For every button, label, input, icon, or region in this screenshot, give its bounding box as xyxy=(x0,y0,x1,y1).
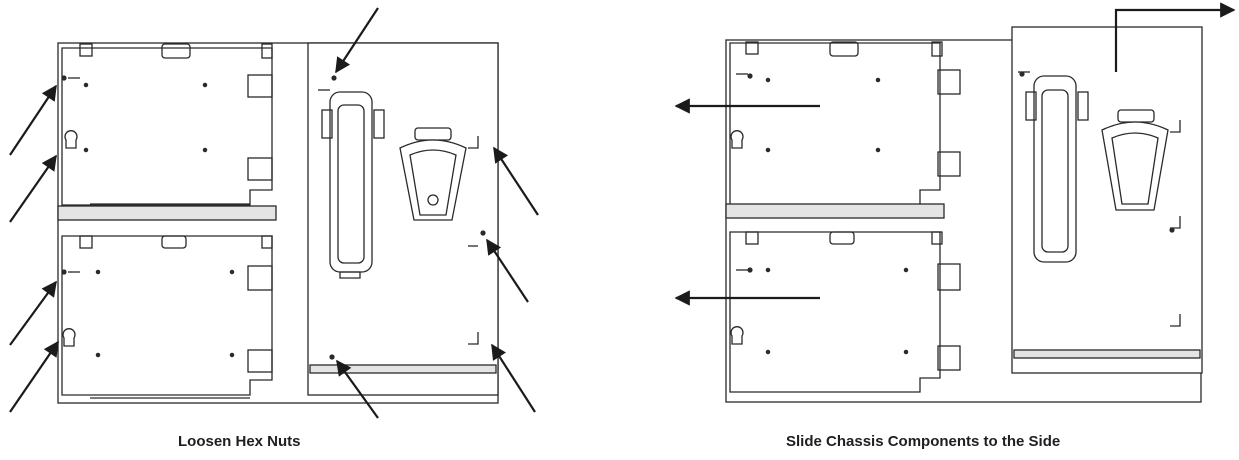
hex-nut-icon xyxy=(747,71,1175,273)
arrow-icon xyxy=(9,84,57,156)
right-tall-panel xyxy=(1011,26,1203,374)
control-pod-icon xyxy=(399,127,467,221)
caption-loosen-hex-nuts: Loosen Hex Nuts xyxy=(178,433,301,450)
arrow-icon xyxy=(335,7,379,74)
left-arrows xyxy=(9,7,539,419)
arrow-icon xyxy=(1114,2,1236,72)
lower-left-panel xyxy=(729,231,961,393)
upper-left-panel xyxy=(729,41,961,206)
arrow-icon xyxy=(491,343,536,413)
lower-left-panel xyxy=(61,235,273,399)
handle-icon xyxy=(321,91,385,279)
upper-rail xyxy=(725,203,945,219)
right-figure xyxy=(725,26,1203,403)
right-arrows xyxy=(674,2,1236,306)
upper-rail xyxy=(57,205,277,221)
upper-left-panel xyxy=(61,43,273,206)
arrow-icon xyxy=(9,340,59,413)
left-figure xyxy=(57,42,499,404)
arrow-icon xyxy=(336,359,379,419)
arrow-icon xyxy=(493,146,539,216)
control-pod-icon xyxy=(1101,109,1169,211)
hex-nut-icon xyxy=(61,75,486,360)
arrow-icon xyxy=(486,238,529,303)
caption-slide-chassis: Slide Chassis Components to the Side xyxy=(786,433,1061,450)
handle-icon xyxy=(1025,75,1089,263)
arrow-icon xyxy=(9,154,57,223)
right-tall-panel xyxy=(307,42,499,396)
arrow-icon xyxy=(9,280,57,346)
